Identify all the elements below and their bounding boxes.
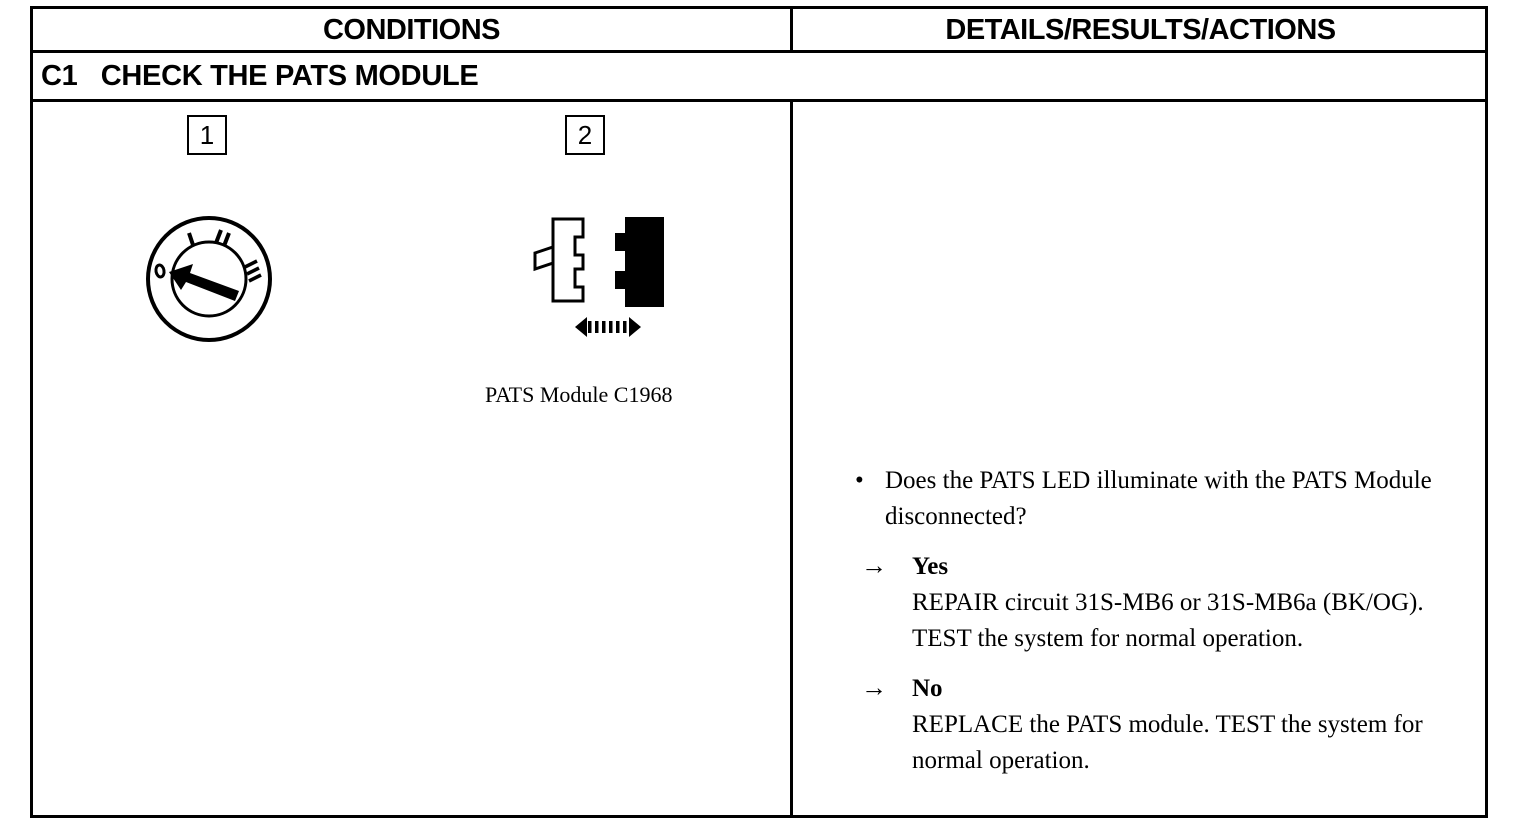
- diagnostic-table: CONDITIONS DETAILS/RESULTS/ACTIONS C1 CH…: [30, 6, 1488, 818]
- table-header-row: CONDITIONS DETAILS/RESULTS/ACTIONS: [33, 9, 1485, 53]
- arrow-right-icon: →: [861, 551, 887, 580]
- answer-yes: → Yes REPAIR circuit 31S-MB6 or 31S-MB6a…: [855, 549, 1475, 657]
- answer-no: → No REPLACE the PATS module. TEST the s…: [855, 671, 1475, 779]
- question-text: Does the PATS LED illuminate with the PA…: [885, 467, 1432, 530]
- bullet-icon: •: [855, 467, 864, 494]
- answer-yes-text: REPAIR circuit 31S-MB6 or 31S-MB6a (BK/O…: [912, 589, 1424, 652]
- step-2-number: 2: [565, 115, 605, 155]
- details-header: DETAILS/RESULTS/ACTIONS: [945, 14, 1336, 46]
- step-title-row: C1 CHECK THE PATS MODULE: [33, 53, 1485, 102]
- answer-no-label: No: [912, 675, 943, 702]
- step-1-number: 1: [187, 115, 227, 155]
- details-content: • Does the PATS LED illuminate with the …: [855, 463, 1475, 779]
- header-divider: [790, 9, 793, 50]
- column-divider: [790, 102, 793, 818]
- answer-no-text: REPLACE the PATS module. TEST the system…: [912, 711, 1423, 774]
- conditions-header: CONDITIONS: [322, 14, 501, 46]
- connector-caption: PATS Module C1968: [485, 382, 673, 407]
- question-item: • Does the PATS LED illuminate with the …: [855, 463, 1475, 535]
- arrow-right-icon: →: [861, 673, 887, 702]
- step-title: C1 CHECK THE PATS MODULE: [41, 60, 479, 92]
- ignition-switch-off-icon: [146, 216, 272, 342]
- connector-disconnect-icon: [533, 217, 664, 337]
- answer-yes-label: Yes: [912, 553, 949, 580]
